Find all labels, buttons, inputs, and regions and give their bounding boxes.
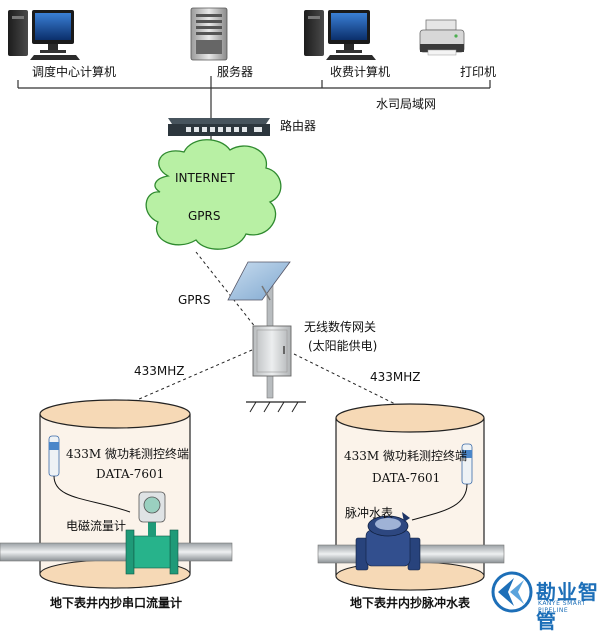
brand-logo-icon [491,571,533,613]
internet-label: INTERNET [175,171,235,185]
router-label: 路由器 [280,119,317,133]
gateway-power-label: (太阳能供电) [308,339,378,353]
left-frequency-label: 433MHZ [134,364,185,378]
network-diagram [0,7,533,613]
left-caption: 地下表井内抄串口流量计 [50,596,183,610]
server-icon [190,7,228,61]
dispatch-computer-label: 调度中心计算机 [32,65,117,79]
gprs-link-label: GPRS [178,293,211,307]
flowmeter-label: 电磁流量计 [66,519,127,533]
server-label: 服务器 [217,65,254,79]
right-terminal-model: DATA-7601 [372,471,441,485]
left-pipe [0,542,233,562]
right-433-dashed-link [293,353,469,441]
left-terminal-device-icon [48,435,131,513]
left-terminal-model: DATA-7601 [96,467,165,481]
left-terminal-name: 433M 微功耗测控终端 [66,447,190,461]
billing-computer-icon [304,10,376,60]
router-icon [168,118,270,136]
printer-label: 打印机 [460,65,497,79]
right-terminal-device-icon [411,443,473,521]
lan-label: 水司局域网 [376,97,437,111]
billing-computer-label: 收费计算机 [330,65,391,79]
pulse-water-meter-icon [355,512,421,571]
pulse-meter-label: 脉冲水表 [345,506,394,520]
gateway-station-icon [227,261,306,413]
right-terminal-name: 433M 微功耗测控终端 [344,449,468,463]
right-caption: 地下表井内抄脉冲水表 [350,596,471,610]
gateway-label: 无线数传网关 [304,320,377,334]
printer-icon [419,19,465,56]
electromagnetic-flowmeter-icon [125,491,179,575]
lan-bus [17,76,491,118]
gprs-cloud-label: GPRS [188,209,221,223]
dispatch-computer-icon [8,10,80,60]
brand-tagline: KANYE SMART PIPELINE [538,600,586,614]
gprs-dashed-link [195,251,257,329]
internet-gprs-cloud [145,139,282,250]
right-frequency-label: 433MHZ [370,370,421,384]
